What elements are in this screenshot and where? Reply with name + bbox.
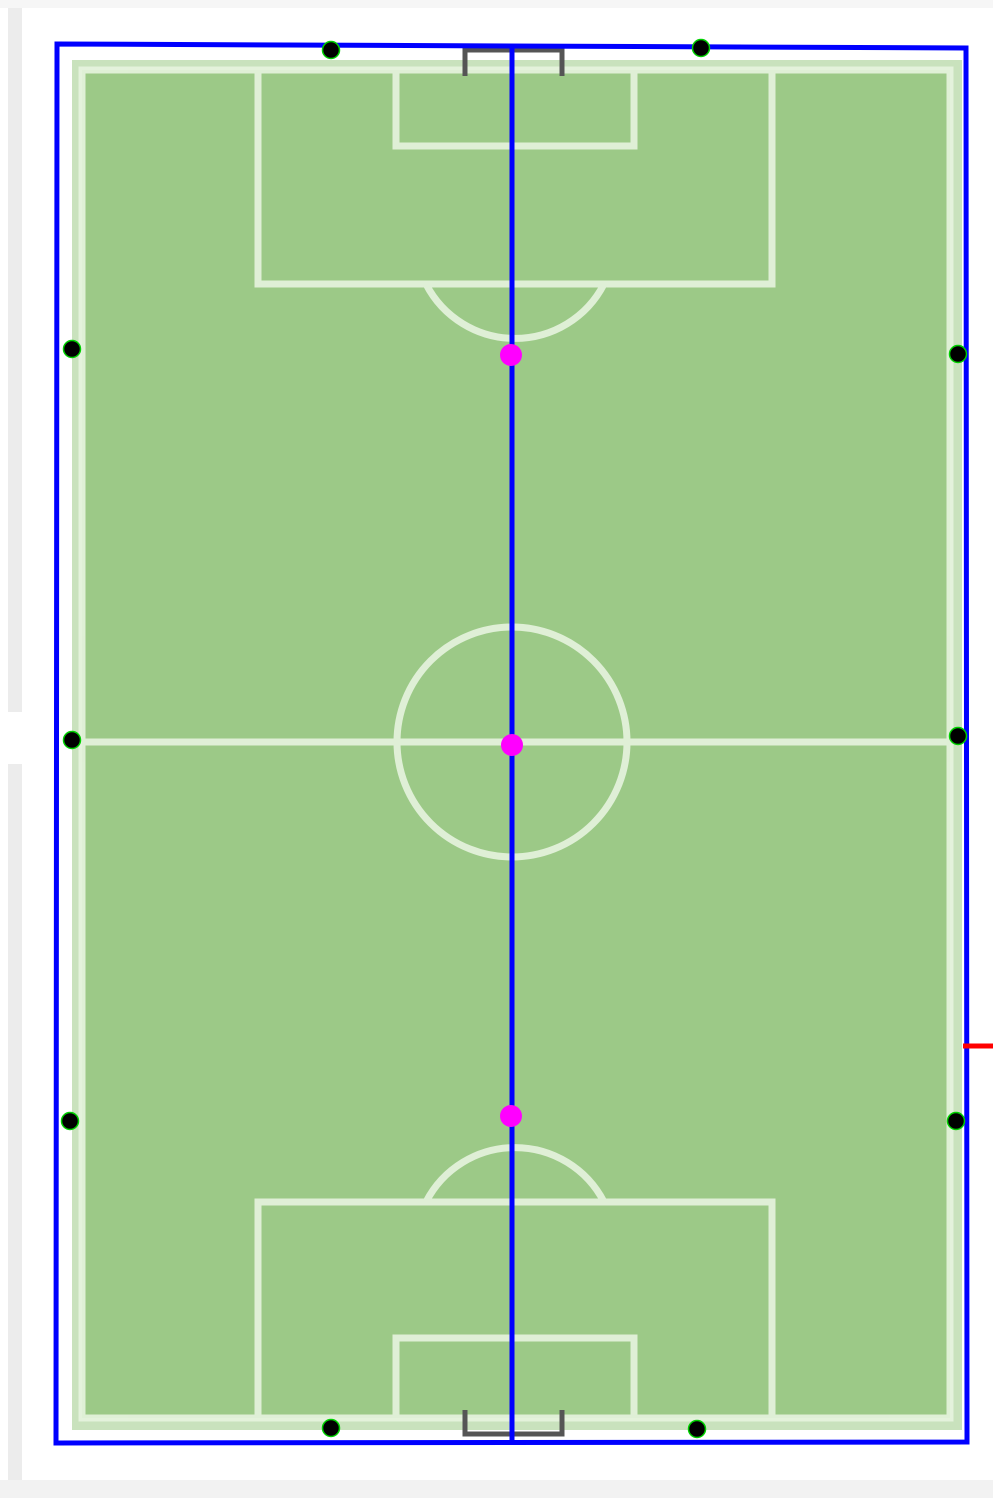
center-keypoint-middle bbox=[501, 734, 523, 756]
keypoint-left-2 bbox=[64, 732, 81, 749]
keypoint-bottom-left-1 bbox=[323, 1420, 340, 1437]
keypoint-top-left-1 bbox=[323, 42, 340, 59]
keypoint-bottom-right-1 bbox=[689, 1421, 706, 1438]
keypoint-left-1 bbox=[64, 341, 81, 358]
keypoint-right-2 bbox=[950, 728, 967, 745]
keypoint-right-3 bbox=[948, 1113, 965, 1130]
keypoint-left-3 bbox=[62, 1113, 79, 1130]
center-keypoint-bottom bbox=[500, 1105, 522, 1127]
keypoint-top-right-1 bbox=[693, 40, 710, 57]
keypoint-right-1 bbox=[950, 346, 967, 363]
center-keypoint-top bbox=[500, 344, 522, 366]
